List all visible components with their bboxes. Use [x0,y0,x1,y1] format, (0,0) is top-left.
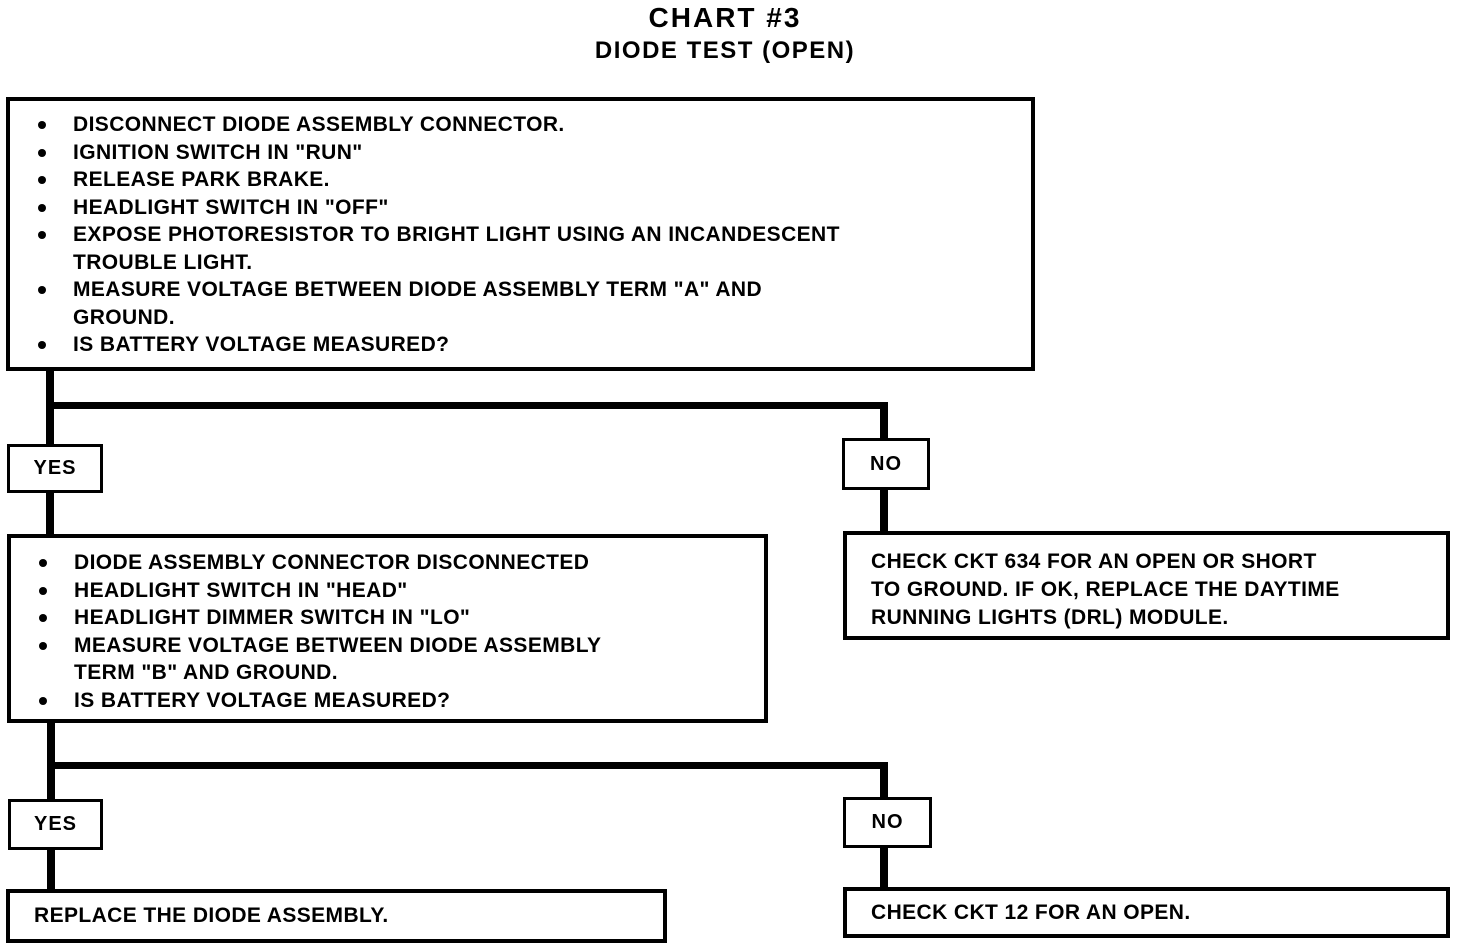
connector-yes1-step2 [46,491,54,536]
title-block: CHART #3 DIODE TEST (OPEN) [0,0,1450,66]
checklist-item: RELEASE PARK BRAKE. [36,166,1011,194]
checklist-item: IGNITION SWITCH IN "RUN" [36,139,1011,167]
no1-action-box: CHECK CKT 634 FOR AN OPEN OR SHORT TO GR… [843,531,1450,640]
step2-box: DIODE ASSEMBLY CONNECTOR DISCONNECTED HE… [7,534,768,723]
connector-step2-yes2 [47,721,55,801]
checklist-item-text: DISCONNECT DIODE ASSEMBLY CONNECTOR. [73,113,565,136]
checklist-item-text: IGNITION SWITCH IN "RUN" [73,140,363,164]
action-text: CHECK CKT 12 FOR AN OPEN. [871,900,1191,924]
checklist-item: HEADLIGHT SWITCH IN "HEAD" [37,577,744,605]
checklist-item-text: HEADLIGHT DIMMER SWITCH IN "LO" [74,606,471,629]
yes1-label: YES [33,457,77,479]
chart-subtitle: DIODE TEST (OPEN) [594,37,856,64]
checklist-item: HEADLIGHT SWITCH IN "OFF" [36,194,1011,222]
checklist-item: MEASURE VOLTAGE BETWEEN DIODE ASSEMBLY T… [36,276,1011,331]
yes2-box: YES [8,799,103,850]
checklist-item: DISCONNECT DIODE ASSEMBLY CONNECTOR. [36,111,1011,139]
connector-branch2-no2 [880,762,888,799]
bullet-icon [38,231,46,239]
step2-checklist: DIODE ASSEMBLY CONNECTOR DISCONNECTED HE… [11,538,764,714]
yes1-box: YES [7,444,103,493]
no2-box: NO [843,797,932,848]
no1-box: NO [842,438,930,490]
checklist-item: HEADLIGHT DIMMER SWITCH IN "LO" [37,604,744,632]
connector-no2-action [880,846,888,889]
connector-no1-action [880,488,888,533]
bullet-icon [38,341,46,349]
checklist-item-text: RELEASE PARK BRAKE. [73,168,330,191]
checklist-item-text: MEASURE VOLTAGE BETWEEN DIODE ASSEMBLY [74,633,602,657]
checklist-item: EXPOSE PHOTORESISTOR TO BRIGHT LIGHT USI… [36,221,1011,276]
action-text: REPLACE THE DIODE ASSEMBLY. [34,904,389,927]
bullet-icon [39,559,47,567]
step1-checklist: DISCONNECT DIODE ASSEMBLY CONNECTOR. IGN… [10,101,1031,359]
action-line: RUNNING LIGHTS (DRL) MODULE. [871,606,1229,629]
checklist-item-text: GROUND. [73,305,175,329]
bullet-icon [38,121,46,129]
connector-branch1-no1 [880,402,888,440]
checklist-item-text: DIODE ASSEMBLY CONNECTOR DISCONNECTED [74,551,590,574]
yes2-label: YES [33,813,78,835]
checklist-item: MEASURE VOLTAGE BETWEEN DIODE ASSEMBLY T… [37,632,744,687]
step1-box: DISCONNECT DIODE ASSEMBLY CONNECTOR. IGN… [6,97,1035,371]
bullet-icon [39,696,47,705]
no1-label: NO [870,452,902,475]
bullet-icon [39,586,47,595]
bullet-icon [39,641,47,650]
bullet-icon [39,614,47,622]
chart-title: CHART #3 [648,2,802,33]
no2-label: NO [871,811,904,833]
checklist-item-text: HEADLIGHT SWITCH IN "OFF" [73,195,389,219]
checklist-item-text: TERM "B" AND GROUND. [74,661,338,684]
yes2-action-box: REPLACE THE DIODE ASSEMBLY. [6,889,667,943]
checklist-item-text: IS BATTERY VOLTAGE MEASURED? [74,688,451,712]
no2-action-box: CHECK CKT 12 FOR AN OPEN. [843,887,1450,938]
checklist-item-text: EXPOSE PHOTORESISTOR TO BRIGHT LIGHT USI… [73,223,840,246]
action-line: TO GROUND. IF OK, REPLACE THE DAYTIME [871,578,1340,601]
bullet-icon [38,286,46,294]
checklist-item: IS BATTERY VOLTAGE MEASURED? [36,331,1011,359]
connector-branch2-horizontal [47,762,888,769]
checklist-item-text: MEASURE VOLTAGE BETWEEN DIODE ASSEMBLY T… [73,278,763,301]
checklist-item-text: HEADLIGHT SWITCH IN "HEAD" [74,578,408,602]
checklist-item: DIODE ASSEMBLY CONNECTOR DISCONNECTED [37,549,744,577]
checklist-item-text: TROUBLE LIGHT. [73,250,253,274]
bullet-icon [38,203,46,212]
connector-branch1-horizontal [46,402,888,409]
action-line: CHECK CKT 634 FOR AN OPEN OR SHORT [871,550,1317,573]
bullet-icon [38,176,46,184]
bullet-icon [38,148,46,157]
checklist-item: IS BATTERY VOLTAGE MEASURED? [37,687,744,715]
checklist-item-text: IS BATTERY VOLTAGE MEASURED? [73,333,450,356]
connector-yes2-action [47,848,55,891]
